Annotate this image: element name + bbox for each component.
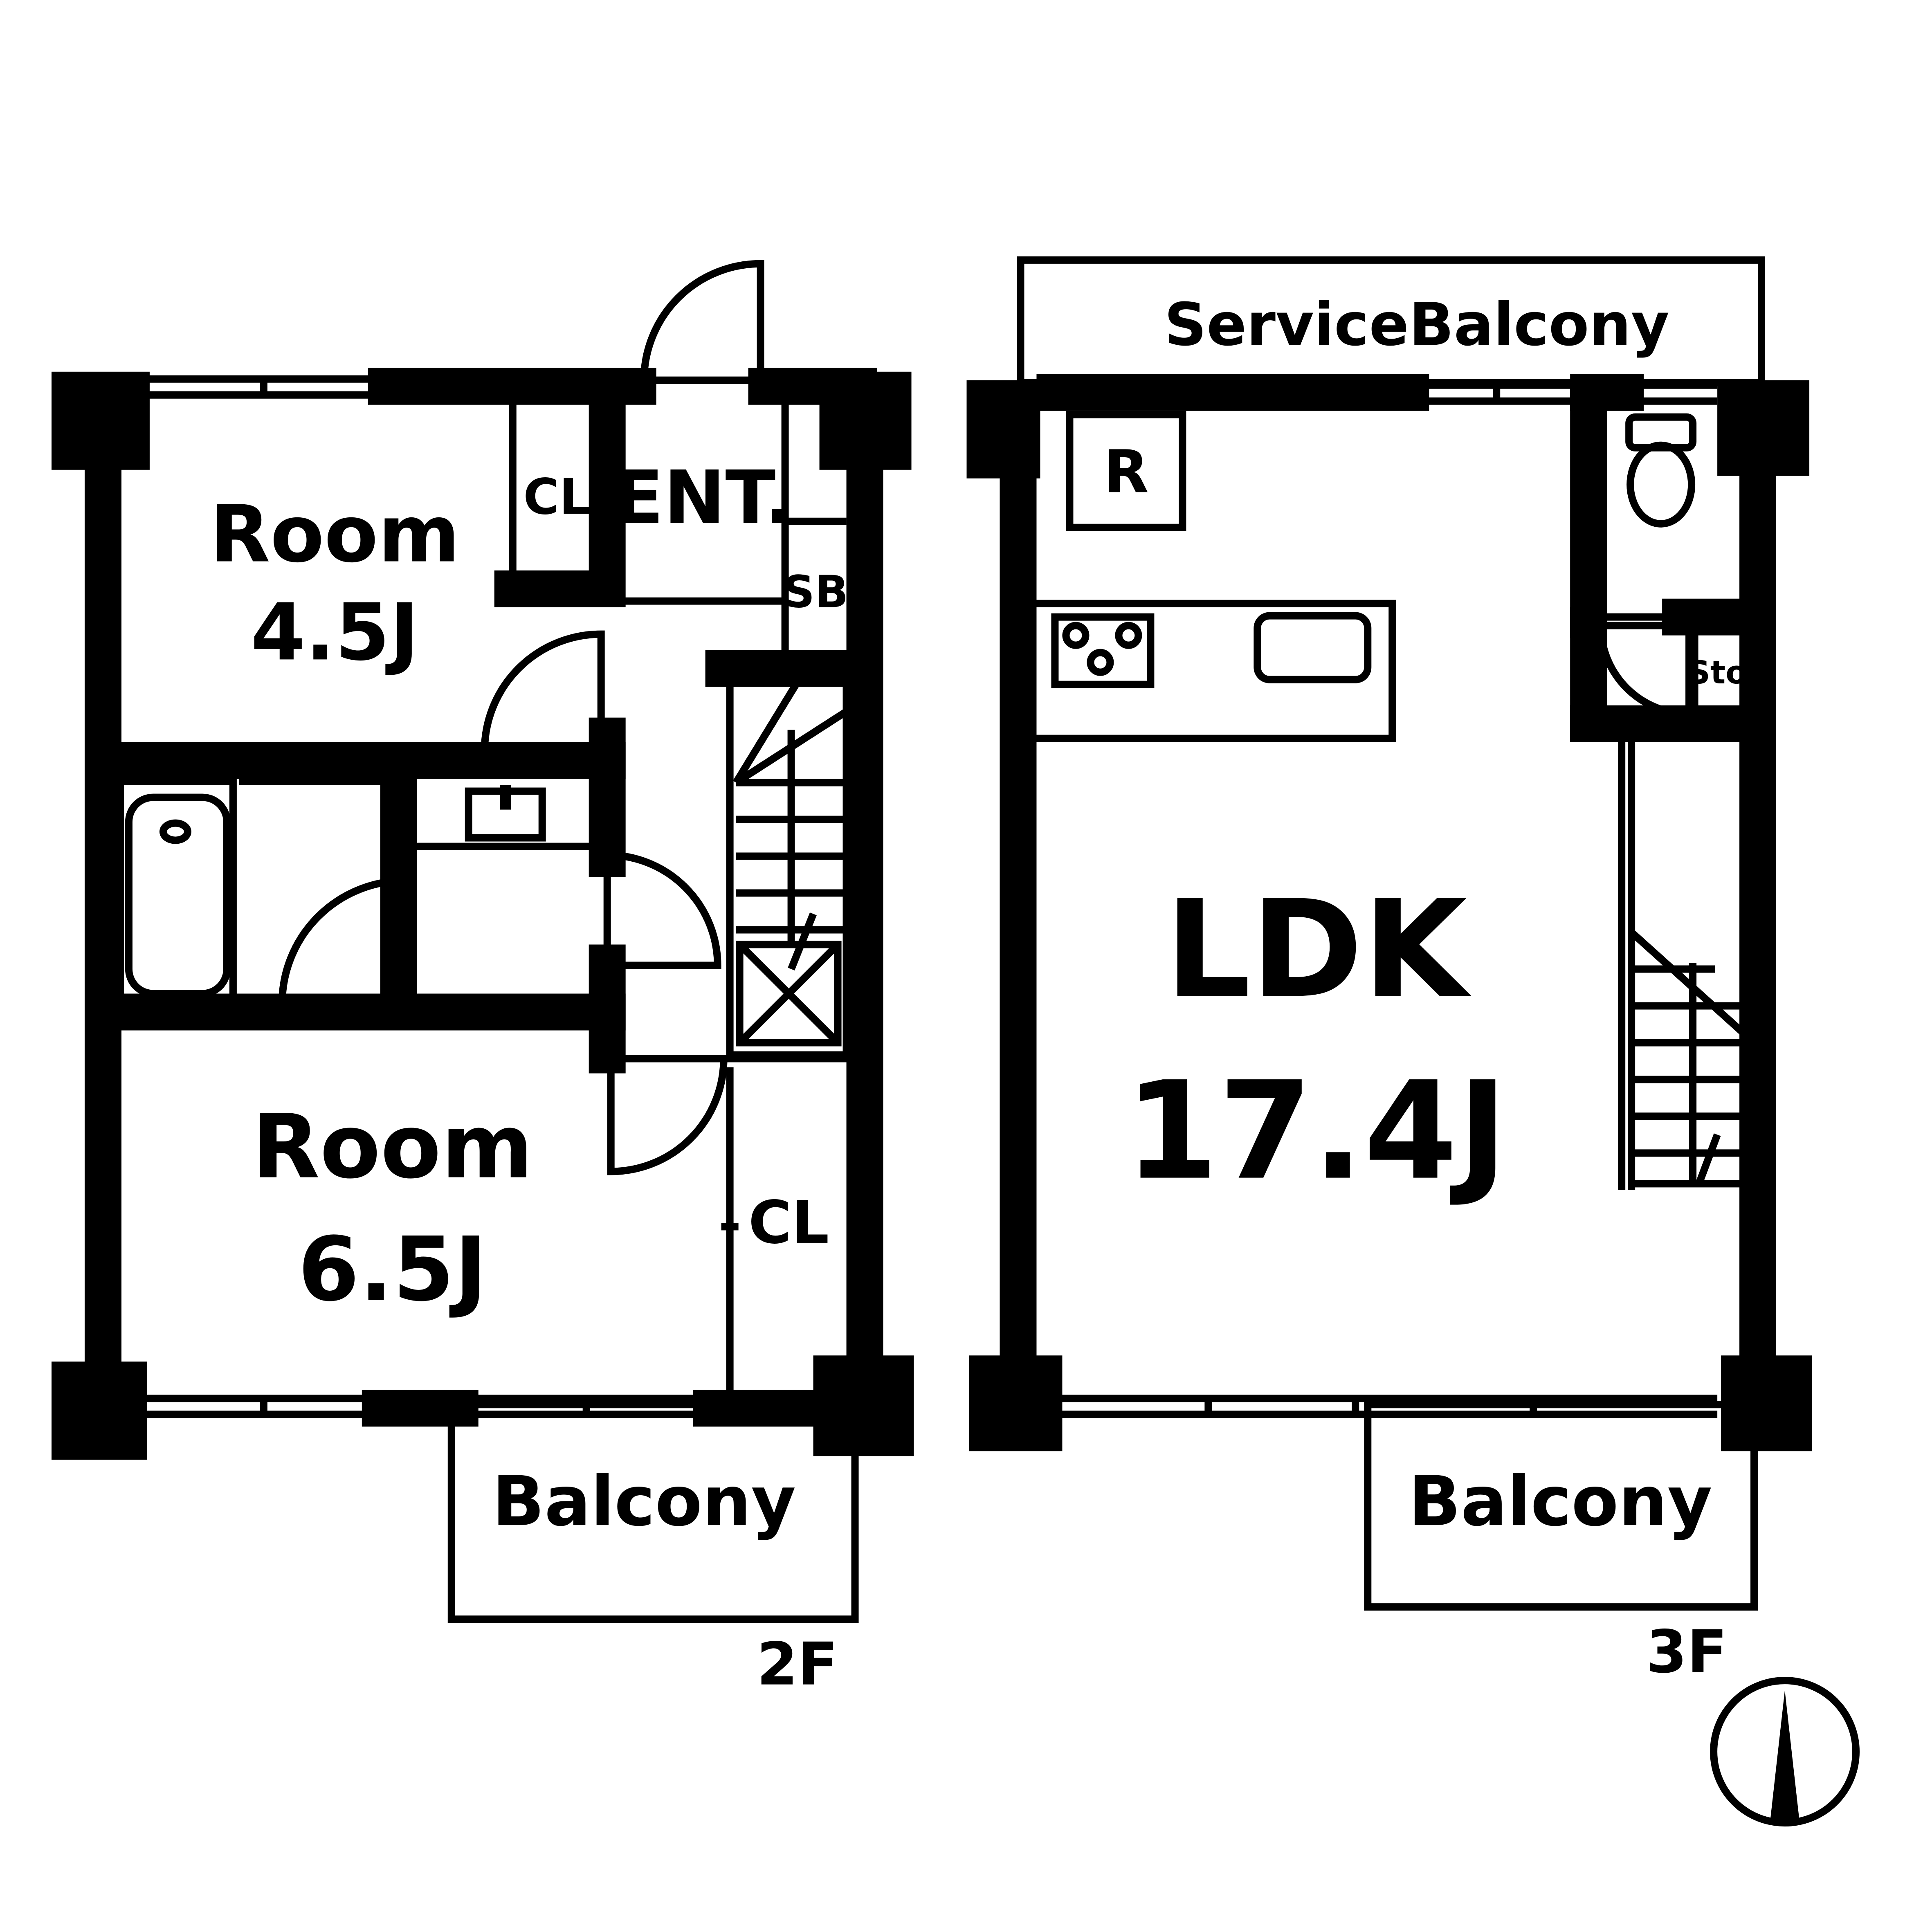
balcony-2f-label: Balcony	[492, 1461, 796, 1541]
kitchen-sink	[1254, 612, 1372, 683]
door-room-b	[607, 1055, 728, 1175]
column-2f-br	[813, 1355, 914, 1456]
window-3f-bottom	[1061, 1395, 1718, 1418]
stove	[1051, 613, 1155, 688]
entrance-label: ENT.	[613, 455, 792, 541]
toilet-icon	[1625, 413, 1697, 528]
floor-3f-label: 3F	[1646, 1617, 1728, 1686]
column-2f-tl	[51, 371, 150, 470]
kitchen-counter	[1027, 600, 1396, 742]
door-bath	[278, 877, 409, 1007]
column-2f-bl	[51, 1361, 147, 1460]
ldk-size: 17.4J	[1125, 1053, 1508, 1210]
door-wc	[603, 851, 721, 969]
window-2f-top	[147, 375, 380, 399]
floor-3f: ServiceBalcony R LDK 17.4J Sto. Balcony …	[966, 256, 1812, 1686]
room-a-size: 4.5J	[251, 587, 419, 678]
door-storage	[1597, 622, 1693, 718]
column-3f-br	[1721, 1355, 1812, 1451]
column-3f-tr	[1717, 380, 1810, 476]
balcony-3f-outline	[1364, 1401, 1758, 1611]
room-b-size: 6.5J	[298, 1218, 487, 1321]
floor-2f: Room 4.5J CL ENT. SB Room 6.5J CL Balcon…	[51, 260, 914, 1698]
refrigerator-label: R	[1103, 437, 1149, 506]
stairs-2f	[726, 668, 850, 1063]
room-b-name: Room	[252, 1095, 533, 1198]
closet-a-label: CL	[523, 469, 591, 526]
door-room-a	[481, 630, 605, 755]
refrigerator-box	[1066, 411, 1186, 531]
balcony-3f-label: Balcony	[1409, 1461, 1712, 1541]
bathtub	[116, 777, 237, 1006]
column-3f-tl	[966, 380, 1040, 479]
stairs-3f	[1618, 730, 1757, 1190]
ldk-name: LDK	[1165, 871, 1472, 1028]
column-2f-tr	[819, 371, 912, 470]
window-3f-top	[1411, 381, 1718, 405]
column-3f-bl	[969, 1355, 1063, 1451]
service-balcony-label: ServiceBalcony	[1164, 290, 1669, 359]
room-a-name: Room	[210, 489, 460, 580]
shoe-box-label: SB	[783, 566, 849, 618]
north-arrow-icon	[1710, 1677, 1860, 1827]
storage-label: Sto.	[1687, 654, 1760, 691]
entrance-door	[640, 260, 764, 384]
balcony-2f-outline	[447, 1401, 859, 1623]
window-2f-bottom	[147, 1395, 712, 1418]
floor-2f-label: 2F	[757, 1630, 838, 1698]
closet-b-label: CL	[748, 1188, 829, 1257]
closet-2f-box	[509, 395, 605, 586]
